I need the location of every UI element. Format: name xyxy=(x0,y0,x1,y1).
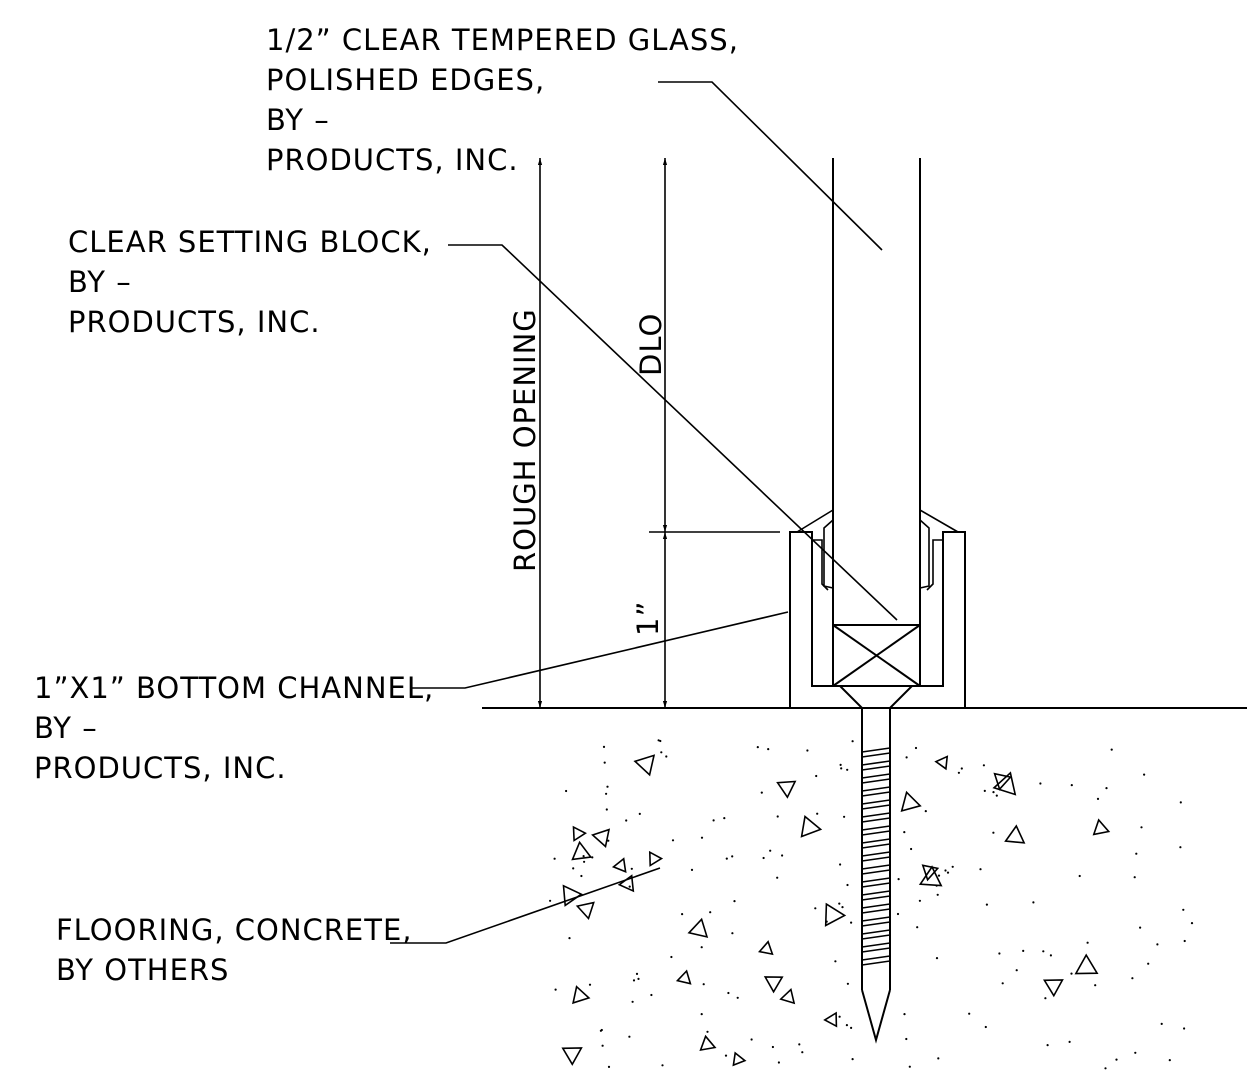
svg-text:1/2” CLEAR TEMPERED GLASS,: 1/2” CLEAR TEMPERED GLASS, xyxy=(266,23,739,57)
rough-opening-label: ROUGH OPENING xyxy=(508,308,542,572)
anchor-screw xyxy=(837,685,915,1044)
svg-text:PRODUCTS, INC.: PRODUCTS, INC. xyxy=(68,305,321,339)
flooring-callout: FLOORING, CONCRETE, BY OTHERS xyxy=(56,913,413,987)
setting-block-callout: CLEAR SETTING BLOCK, BY – PRODUCTS, INC. xyxy=(68,225,432,339)
svg-text:FLOORING, CONCRETE,: FLOORING, CONCRETE, xyxy=(56,913,413,947)
svg-text:BY –: BY – xyxy=(266,103,330,137)
glass-callout: 1/2” CLEAR TEMPERED GLASS, POLISHED EDGE… xyxy=(266,23,739,177)
svg-text:CLEAR SETTING BLOCK,: CLEAR SETTING BLOCK, xyxy=(68,225,432,259)
setting-block xyxy=(832,624,921,687)
channel-leader xyxy=(412,611,789,689)
glass-leader xyxy=(658,81,883,251)
channel-depth-label: 1” xyxy=(631,601,665,636)
concrete-hatch xyxy=(549,739,1194,1070)
svg-text:BY –: BY – xyxy=(68,265,132,299)
setting-block-leader xyxy=(448,244,898,621)
dlo-label: DLO xyxy=(634,313,668,376)
glazing-gasket-left xyxy=(796,508,834,591)
svg-text:1”X1” BOTTOM CHANNEL,: 1”X1” BOTTOM CHANNEL, xyxy=(34,671,434,705)
svg-text:PRODUCTS, INC.: PRODUCTS, INC. xyxy=(266,143,519,177)
channel-callout: 1”X1” BOTTOM CHANNEL, BY – PRODUCTS, INC… xyxy=(34,671,434,785)
svg-text:PRODUCTS, INC.: PRODUCTS, INC. xyxy=(34,751,287,785)
dlo-dimension xyxy=(649,158,780,533)
bottom-channel xyxy=(789,531,966,709)
svg-text:BY –: BY – xyxy=(34,711,98,745)
svg-text:BY OTHERS: BY OTHERS xyxy=(56,953,229,987)
glazing-gasket-right xyxy=(919,508,959,591)
glass-panel xyxy=(832,158,921,625)
svg-text:POLISHED EDGES,: POLISHED EDGES, xyxy=(266,63,545,97)
flooring-leader xyxy=(390,867,661,944)
